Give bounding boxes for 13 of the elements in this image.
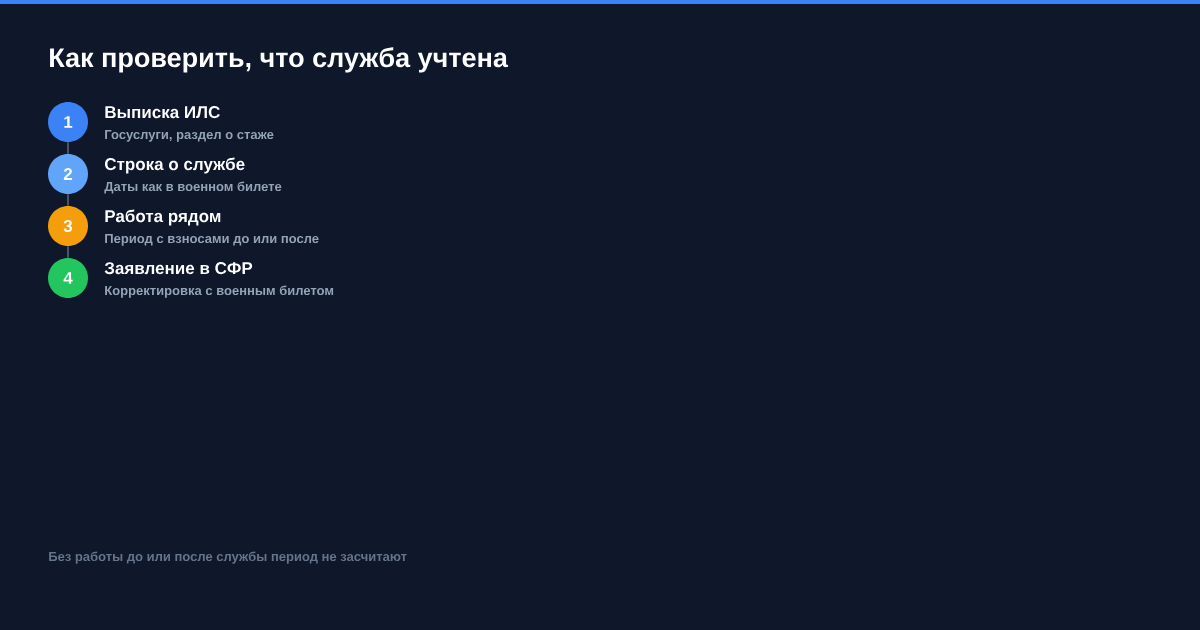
step-heading: Работа рядом <box>105 209 221 226</box>
step-description: Госуслуги, раздел о стаже <box>105 130 274 142</box>
title: Как проверить, что служба учтена <box>50 47 509 73</box>
step-description: Корректировка с военным билетом <box>105 285 334 298</box>
step-heading: Заявление в СФР <box>104 262 253 275</box>
step-heading: Выписка ИЛС <box>105 106 220 119</box>
connector-line <box>67 193 69 207</box>
footnote: Без работы до или после службы период не засчитают <box>49 551 407 564</box>
step-description: Даты как в военном билете <box>104 181 282 194</box>
connector-line <box>67 245 69 259</box>
connector-line <box>67 141 69 155</box>
step-heading: Строка о службе <box>104 157 245 174</box>
step-description: Период с взносами до или после <box>105 234 319 246</box>
